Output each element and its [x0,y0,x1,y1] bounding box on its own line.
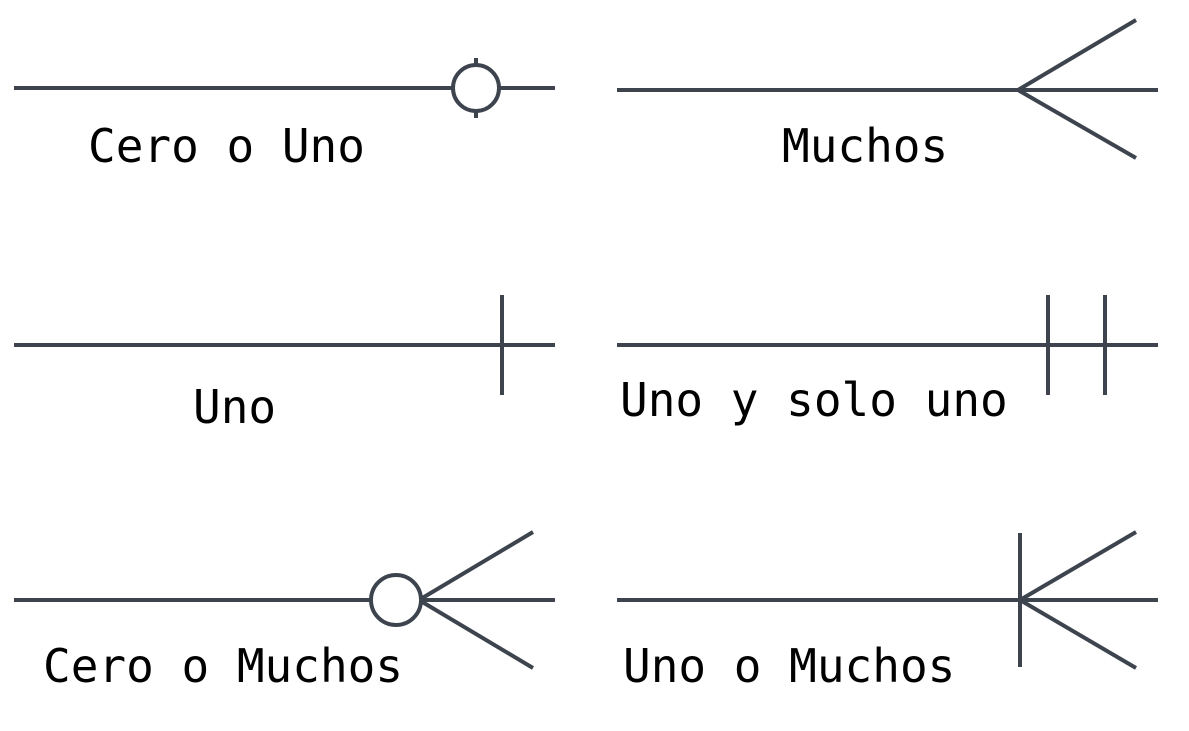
symbol-one-and-only-one: Uno y solo uno [617,295,1158,427]
symbol-label: Uno o Muchos [623,639,955,693]
crow-foot-lower-icon [1018,598,1138,670]
symbol-zero-or-one: Cero o Uno [14,58,555,173]
crow-foot-lower-icon [417,598,535,670]
crow-foot-upper-icon [1018,530,1138,602]
symbol-label: Uno [193,380,276,434]
symbol-label: Uno y solo uno [620,373,1008,427]
symbol-label: Cero o Muchos [43,639,403,693]
zero-circle-icon [451,63,501,113]
zero-circle-icon [369,573,423,627]
symbol-zero-or-many: Cero o Muchos [14,530,555,693]
crow-foot-lower-icon [1017,88,1137,160]
symbol-one: Uno [14,295,555,434]
symbol-many: Muchos [617,18,1158,173]
crow-foot-upper-icon [1016,18,1138,92]
symbol-label: Muchos [782,119,948,173]
crow-foot-upper-icon [417,530,535,602]
symbol-one-or-many: Uno o Muchos [617,530,1158,693]
symbol-label: Cero o Uno [88,119,365,173]
